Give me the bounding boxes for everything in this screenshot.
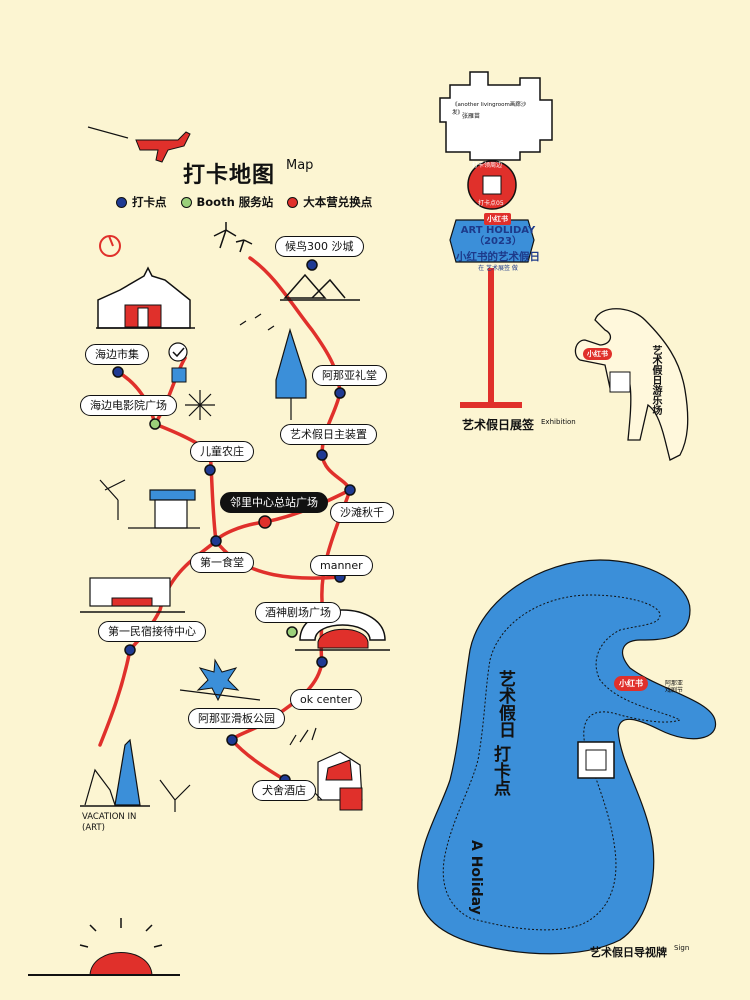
sign-creature-illustration (417, 559, 717, 955)
creature-outline-illustration (574, 308, 689, 461)
homestay-building-icon (80, 577, 185, 613)
booth-dot-icon (180, 196, 192, 208)
exhibition-subtitle: 小红书的艺术假日 (456, 251, 540, 263)
checkin-dot-icon (116, 196, 127, 208)
stop-haibian-dianying[interactable]: 海边电影院广场 (80, 395, 177, 416)
creature-vertical-text: 艺术假日游乐场 (650, 345, 661, 415)
exhibition-circle-bottom: 打卡点05 (478, 200, 504, 207)
map-title: 打卡地图 (183, 163, 276, 188)
stop-anaya-huaban[interactable]: 阿那亚滑板公园 (188, 708, 285, 729)
stop-manner[interactable]: manner (310, 555, 373, 576)
starburst-icon (185, 390, 215, 420)
exhibition-title: ART HOLIDAY （2023） (460, 225, 536, 247)
legend-item-checkin: 打卡点 (116, 194, 167, 210)
exhibition-frame-heading: 《another livingroom画廊沙发》 (452, 102, 527, 116)
stop-linli-zhongxin[interactable]: 邻里中心总站广场 (220, 492, 328, 513)
checkin-dots (112, 259, 356, 786)
legend-item-booth: Booth 服务站 (180, 194, 274, 210)
creature-badge: 小红书 (583, 348, 612, 360)
exhibition-frame-name: 张雁苗 (462, 113, 481, 120)
sign-label-en: Sign (674, 944, 690, 952)
tent-icon (213, 222, 360, 301)
dog-hotel-icon (289, 727, 363, 811)
stop-ok-center[interactable]: ok center (290, 689, 362, 710)
exhibition-sign-illustration (439, 71, 553, 408)
plane-icon (87, 126, 191, 163)
sign-label: 艺术假日导视牌 (590, 946, 667, 959)
stop-quanshe-jiudian[interactable]: 犬舍酒店 (252, 780, 316, 801)
legend: 打卡点 Booth 服务站 大本营兑换点 (116, 194, 372, 210)
exhibition-label-en: Exhibition (541, 418, 576, 426)
vacation-rock-icon (80, 738, 191, 812)
stop-ertong-nongzhuang[interactable]: 儿童农庄 (190, 441, 254, 462)
farm-house-icon (99, 479, 200, 529)
stop-yishu-zhuzhuangzhi[interactable]: 艺术假日主装置 (280, 424, 377, 445)
stop-houniao[interactable]: 候鸟300 沙城 (275, 236, 364, 257)
sunset-icon (28, 918, 180, 976)
stop-diyi-shitang[interactable]: 第一食堂 (190, 552, 254, 573)
stop-anaya-litang[interactable]: 阿那亚礼堂 (312, 365, 387, 386)
skate-star-icon (179, 658, 261, 702)
market-barn-icon (96, 266, 195, 329)
stop-diyi-minsu[interactable]: 第一民宿接待中心 (98, 621, 206, 642)
chapel-icon (239, 313, 307, 420)
vacation-label: VACATION IN (ART) (82, 812, 137, 833)
sign-vertical-text-3: A Holiday (468, 840, 484, 915)
check-icon (168, 342, 188, 383)
map-title-en: Map (286, 158, 314, 173)
sign-vertical-text-2: 打卡点 (490, 745, 510, 796)
stop-shatan-qiuqian[interactable]: 沙滩秋千 (330, 502, 394, 523)
legend-label: Booth 服务站 (196, 195, 274, 209)
exhibition-circle-top: 打卡领周边 (472, 162, 503, 169)
exchange-dot-icon (287, 196, 299, 208)
exhibition-note: 在 艺术展签 做 (478, 265, 518, 272)
exhibition-badge: 小红书 (484, 213, 511, 225)
exhibition-label: 艺术假日展签 (462, 418, 535, 432)
legend-item-exchange: 大本营兑换点 (287, 194, 372, 210)
sign-vertical-text-1: 艺术假日 (495, 670, 515, 738)
legend-label: 大本营兑换点 (303, 195, 373, 209)
compass-icon (99, 235, 121, 257)
sign-brand: 阿那亚 戏剧节 (665, 680, 684, 694)
stop-jiushen-juchang[interactable]: 酒神剧场广场 (255, 602, 341, 623)
sign-badge: 小红书 (614, 676, 648, 691)
legend-label: 打卡点 (132, 195, 167, 209)
stop-haibian-shiji[interactable]: 海边市集 (85, 344, 149, 365)
